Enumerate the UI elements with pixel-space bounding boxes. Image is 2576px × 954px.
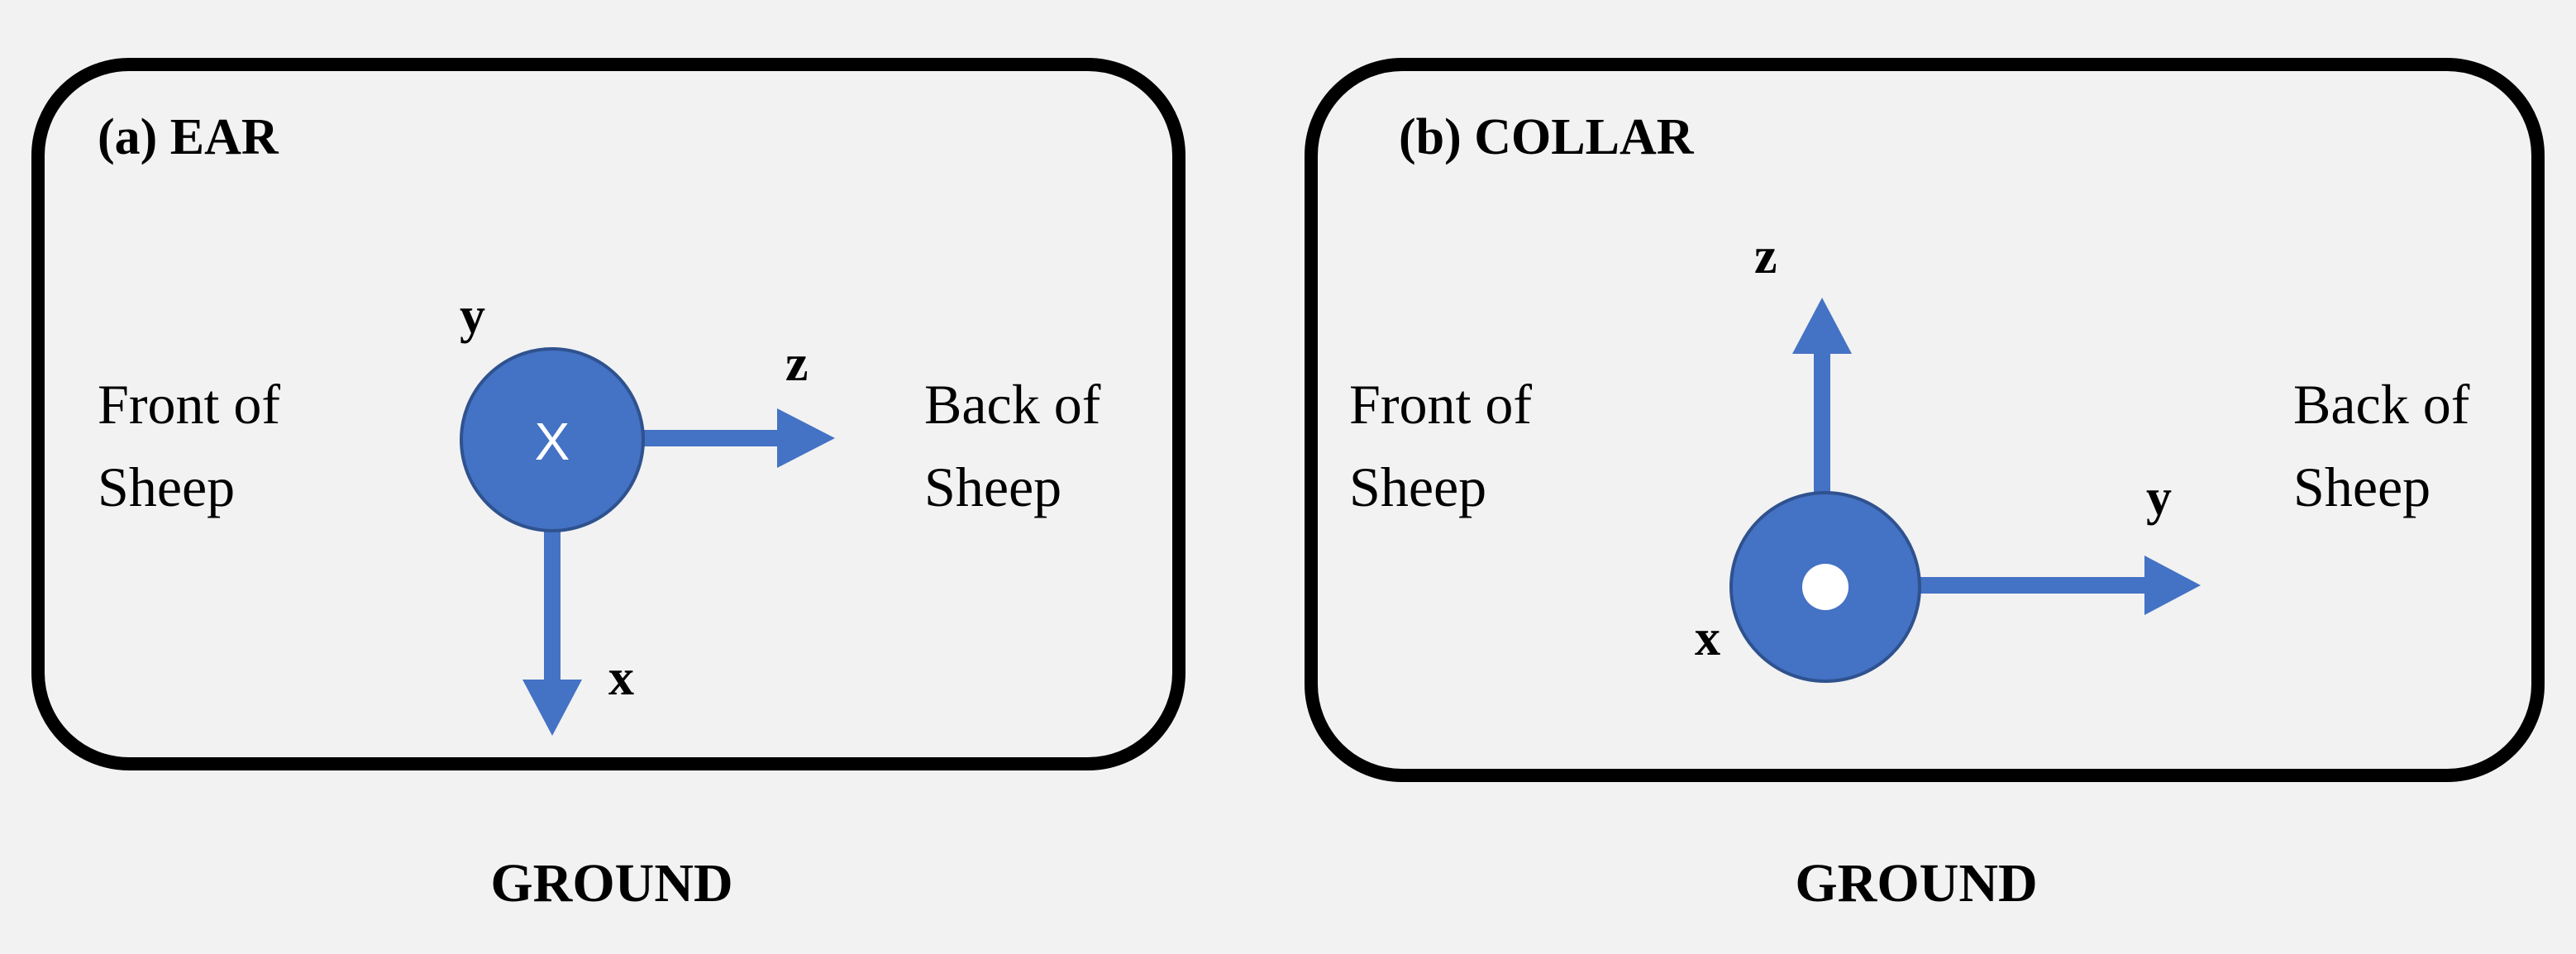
ear-x-axis-label: x [608,650,634,706]
collar-sensor-center-dot [1802,564,1849,610]
ear-y-axis-label: y [460,288,485,344]
panel-ear: (a) EAR Front of Sheep Back of Sheep X y… [31,58,1185,770]
collar-front-label-line-1: Front of [1349,373,1532,436]
ear-front-label-line-2: Sheep [98,456,235,518]
ear-front-label-line-1: Front of [98,373,280,436]
ear-z-axis-label: z [785,336,809,392]
collar-z-axis-label: z [1754,228,1777,284]
collar-front-label-line-2: Sheep [1349,456,1486,518]
collar-panel-label: (b) COLLAR [1399,109,1695,165]
collar-y-axis-arrowhead [2144,556,2201,615]
ear-back-label-line-2: Sheep [924,456,1061,518]
ear-z-axis-arrowhead [777,408,835,468]
ear-x-axis-arrowhead [522,680,582,736]
collar-x-axis-label: x [1695,610,1720,666]
panel-collar: (b) COLLAR Front of Sheep Back of Sheep … [1305,58,2545,782]
ear-sensor-mark: X [535,412,570,471]
collar-z-axis-arrowhead [1792,298,1852,354]
collar-back-label-line-2: Sheep [2293,456,2431,518]
ear-panel-frame [31,58,1185,770]
ear-back-label-line-1: Back of [924,373,1101,436]
collar-panel-frame [1305,58,2545,782]
ear-panel-label: (a) EAR [98,109,279,165]
collar-ground-label: GROUND [1795,853,2037,913]
ear-ground-label: GROUND [490,853,732,913]
collar-back-label-line-1: Back of [2293,373,2470,436]
ear-sensor-circle [460,347,645,532]
collar-y-axis-label: y [2146,470,2172,526]
